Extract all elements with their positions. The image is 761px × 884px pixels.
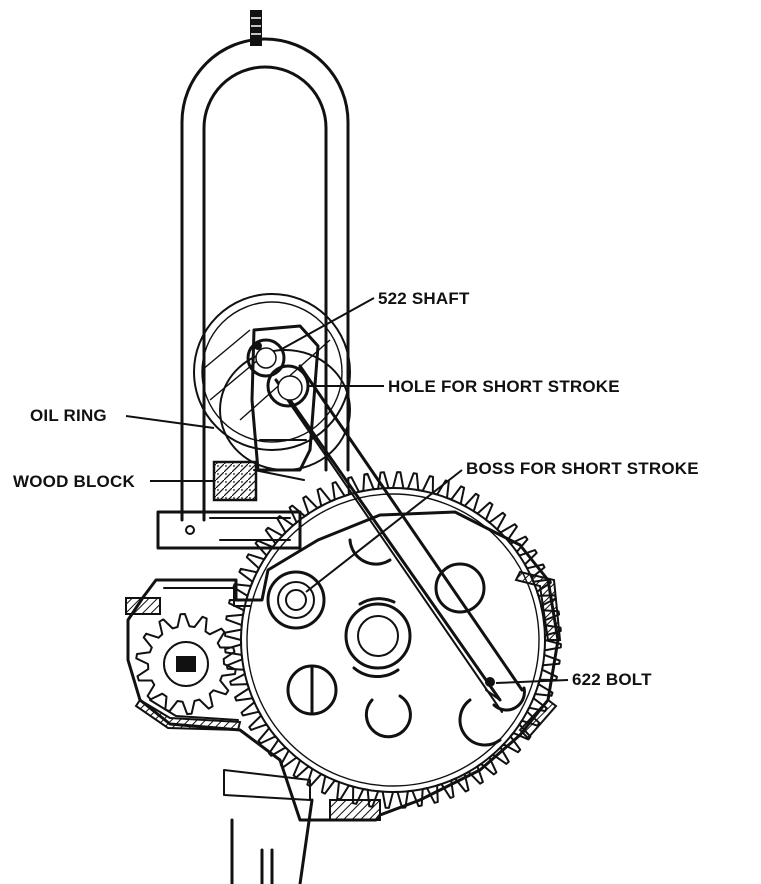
wood-block xyxy=(212,460,258,502)
gear-hub xyxy=(344,597,412,679)
label-622-bolt: 622 BOLT xyxy=(572,670,652,689)
leader-lines xyxy=(125,297,569,684)
top-stud xyxy=(250,10,262,46)
gear-hole-left xyxy=(286,664,338,716)
label-wood-block: WOOD BLOCK xyxy=(13,472,135,491)
gear-holes xyxy=(266,538,502,747)
label-oil-ring: OIL RING xyxy=(30,406,107,425)
gear-hole-right xyxy=(434,562,486,614)
gear-hole-lower-right xyxy=(458,698,502,747)
bolt-622 xyxy=(485,677,501,701)
lower-shaft xyxy=(223,769,314,884)
label-hole-for-short-stroke: HOLE FOR SHORT STROKE xyxy=(388,377,620,396)
shaft-522 xyxy=(246,338,286,378)
large-gear xyxy=(224,471,562,809)
gear-hole-top xyxy=(348,538,392,566)
boss-for-short-stroke xyxy=(266,570,326,630)
gear-hole-bottom xyxy=(364,694,412,739)
u-frame xyxy=(180,37,350,522)
crank-block xyxy=(250,324,320,481)
pinion-teeth xyxy=(135,613,237,715)
label-boss-for-short-stroke: BOSS FOR SHORT STROKE xyxy=(466,459,699,478)
label-522-shaft: 522 SHAFT xyxy=(378,289,470,308)
pinion-gear xyxy=(135,613,237,715)
connecting-rod xyxy=(266,364,526,713)
